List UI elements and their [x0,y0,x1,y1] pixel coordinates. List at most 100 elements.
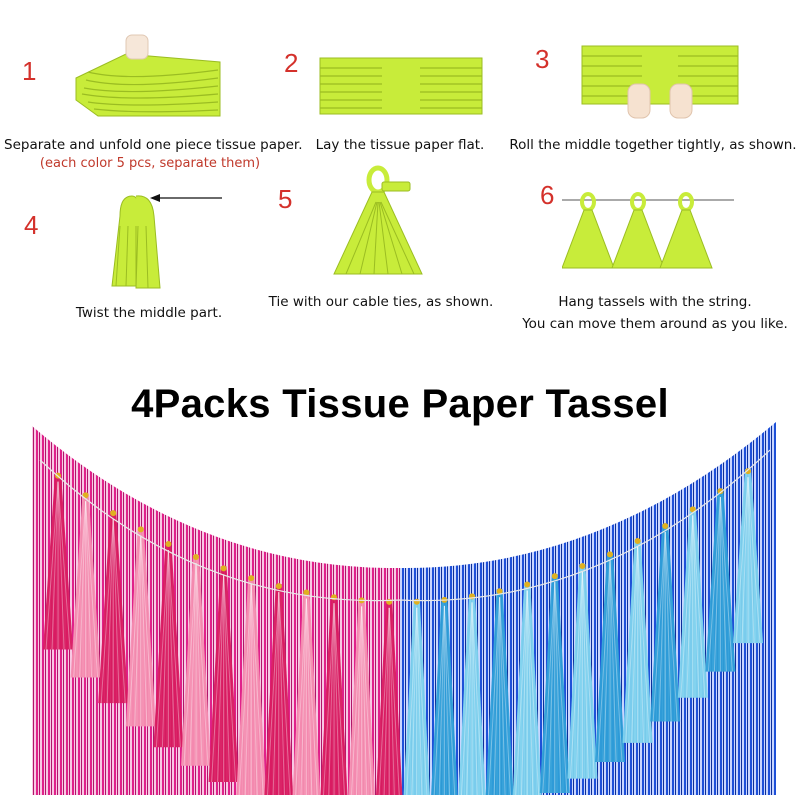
step-2-caption: Lay the tissue paper flat. [315,137,485,153]
tassel-strand [609,560,617,762]
step-2-illustration [319,57,483,115]
tassel-strand [499,597,513,795]
tassel-strand [443,605,457,795]
tassel [98,511,129,704]
tassel-strand [223,574,237,783]
tassel-knot [745,468,751,475]
tassel [70,493,101,678]
tassel-strand [637,547,645,743]
tassel-strand [443,605,451,795]
tassel-strand [581,572,595,779]
tassel-strand [361,606,369,795]
tassel-strand [333,603,341,795]
tassel [43,473,73,650]
tassel-strand [554,582,562,794]
tassel-knot [551,573,558,580]
tassel-strand [266,592,280,795]
tassel-strand [471,602,479,795]
tassel-strand [321,603,335,795]
tassel [263,584,294,795]
step-4-illustration [111,194,222,289]
tassel-strand [349,606,363,795]
tassel-knot [165,541,172,548]
tassel-knot [82,492,89,499]
tassel-strand [637,546,651,743]
tassel [622,539,653,743]
tassel-knot [193,554,199,561]
tassel-knot [579,563,586,570]
tassel-strand [278,592,292,795]
tassel-strand [223,574,231,782]
tassel-strand [355,606,363,795]
tassel [512,582,543,795]
tassel-knot [717,488,724,495]
tassel-strand [100,519,114,704]
tassel-strand [609,560,623,762]
tassel-strand [719,497,727,672]
step-1-illustration [75,34,221,117]
step-5-illustration [333,165,423,275]
tassel-strand [459,602,473,795]
tassel-strand [388,607,396,795]
tassel [595,552,625,762]
tassel-strand [719,497,733,672]
tassel-strand [250,584,264,795]
tassel-strand [79,501,87,678]
tassel-strand [747,477,761,644]
tassel-knot [496,588,503,595]
step-3-caption: Roll the middle together tightly, as sho… [509,137,797,153]
tassel [539,574,570,794]
tassel-strand [167,550,181,748]
tassel-strand [603,560,611,762]
tassel-strand [85,501,93,678]
step-2-number: 2 [284,48,299,78]
tassel-strand [217,574,225,782]
tassel-strand [333,603,347,795]
product-headline: 4Packs Tissue Paper Tassel [131,382,669,426]
tassel-strand [554,582,568,794]
tassel-strand [581,572,589,779]
tassel-knot [303,589,310,596]
tassel-strand [569,572,583,779]
tassel-strand [416,607,430,795]
step-1-caption: Separate and unfold one piece tissue pap… [4,137,303,153]
tassel [401,599,432,795]
tassel-knot [220,565,227,572]
tassel-strand [278,592,286,795]
tassel-knot [662,523,669,530]
tassel [153,542,184,748]
step-5-number: 5 [278,184,293,214]
tassel-strand [195,563,203,766]
tassel-strand [664,532,672,722]
tassel-strand [305,598,319,795]
tassel-strand [388,607,402,795]
tassel-strand [625,546,639,743]
tassel-strand [361,606,375,795]
tassel-strand [167,550,175,748]
tassel-strand [548,582,556,794]
tassel-strand [658,532,666,722]
tassel-strand [686,515,694,698]
tassel-strand [493,597,501,795]
tassel-strand [112,519,120,704]
tassel-strand [112,519,126,704]
tassel-strand [155,550,169,748]
tassel-knot [524,581,531,588]
tassel-strand [542,582,556,794]
tassel [208,566,239,782]
tassel [374,599,405,795]
tassel-strand [514,590,528,795]
tassel-strand [575,572,583,779]
tassel-strand [499,597,507,795]
step-5-caption: Tie with our cable ties, as shown. [268,294,494,310]
tassel-strand [134,535,142,727]
tassel-strand [128,535,142,727]
tassel-strand [85,501,99,678]
tassel-strand [183,563,197,766]
tassel-garland-photo [32,422,776,795]
tassel-knot [275,583,282,590]
tassel [705,489,736,672]
step-6-caption-line-1: Hang tassels with the string. [558,294,752,310]
tassel-knot [110,510,117,517]
tassel-strand [244,584,252,795]
